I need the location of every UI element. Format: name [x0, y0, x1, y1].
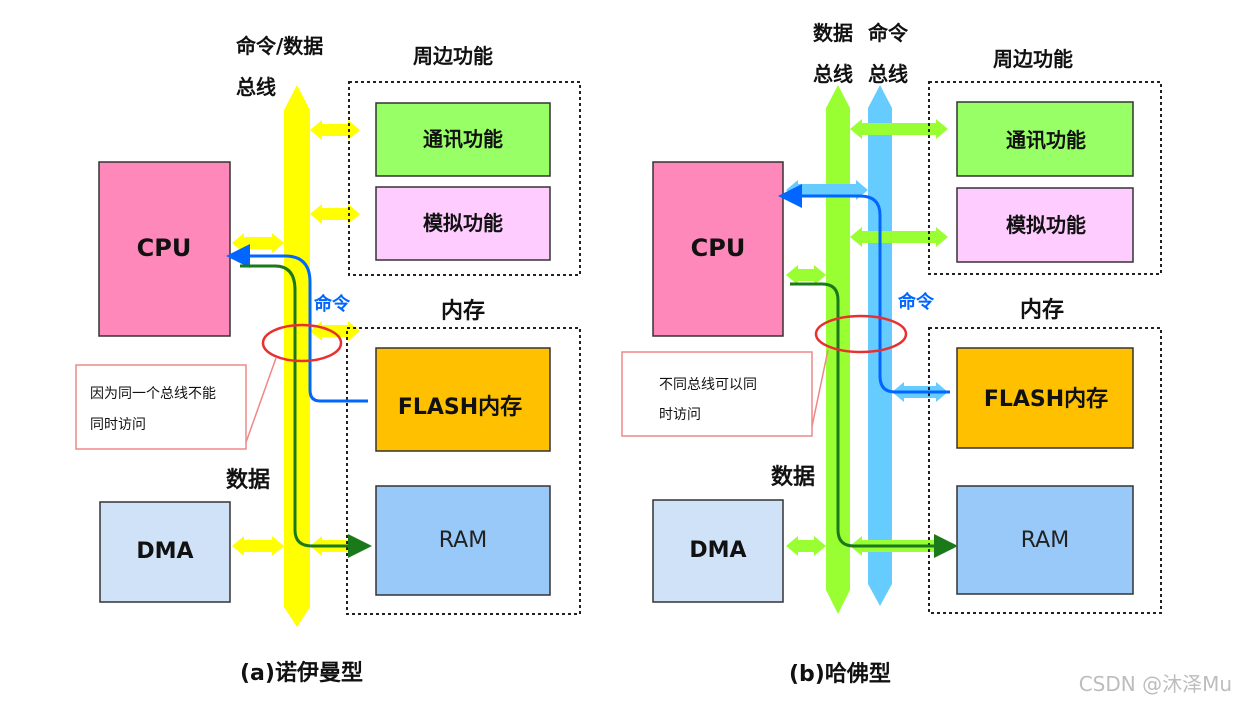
right-cmd-bus-label-line2: 总线 — [868, 62, 908, 86]
left-peripheral-group — [348, 81, 581, 276]
left-ram-label: RAM — [439, 528, 487, 553]
left-shared-bus — [284, 85, 310, 627]
left-note-pointer — [243, 357, 277, 449]
right-note-box — [621, 351, 813, 437]
right-peripheral-group — [928, 81, 1162, 275]
left-flash-label: FLASH内存 — [398, 394, 522, 420]
right-data-bus-label-line1: 数据 — [813, 21, 853, 45]
left-analog-label: 模拟功能 — [423, 211, 503, 235]
right-data-bus-label-line2: 总线 — [813, 62, 853, 86]
right-note-pointer — [809, 349, 829, 437]
right-data-path — [790, 282, 958, 558]
left-data-label: 数据 — [226, 467, 270, 493]
right-cpu-label: CPU — [691, 234, 746, 262]
right-command-label: 命令 — [898, 291, 935, 313]
left-comm-label: 通讯功能 — [423, 127, 503, 151]
left-analog-box — [375, 186, 551, 261]
right-bus-to-analog-arrow — [850, 227, 948, 247]
harvard-diagram: 数据 总线 命令 总线 周边功能 通讯功能 模拟功能 内存 FLASH内存 RA… — [621, 21, 1162, 687]
left-note-box — [75, 364, 247, 450]
right-dma-box — [652, 499, 784, 603]
left-bus-to-comm-arrow — [310, 120, 360, 140]
right-ram-label: RAM — [1021, 528, 1069, 553]
right-flash-box — [956, 347, 1134, 449]
left-dma-label: DMA — [136, 539, 193, 564]
right-analog-label: 模拟功能 — [1006, 213, 1086, 237]
left-dma-box — [99, 501, 231, 603]
right-cpu-box — [652, 161, 784, 337]
right-note-line2: 时访问 — [659, 407, 701, 423]
left-bus-to-analog-arrow — [310, 204, 360, 224]
right-note-line1: 不同总线可以同 — [659, 377, 757, 393]
left-dma-bus-arrow — [232, 536, 284, 556]
right-cmd-bus-label-line1: 命令 — [868, 21, 909, 45]
left-cpu-box — [98, 161, 231, 337]
right-flash-label: FLASH内存 — [984, 386, 1108, 412]
left-bus-label-line1: 命令/数据 — [236, 34, 323, 58]
left-conflict-ellipse — [261, 323, 343, 363]
csdn-watermark: CSDN @沐泽Mu — [1079, 672, 1232, 696]
left-note-line1: 因为同一个总线不能 — [90, 386, 216, 402]
right-memory-group — [928, 327, 1162, 614]
right-comm-box — [956, 101, 1134, 177]
right-cpu-data-arrow — [786, 265, 826, 285]
left-memory-group-label: 内存 — [441, 298, 485, 324]
right-comm-label: 通讯功能 — [1006, 128, 1086, 152]
von-neumann-diagram: 命令/数据 总线 周边功能 通讯功能 模拟功能 内存 FLASH内存 RAM C… — [75, 34, 581, 686]
right-dma-bus-arrow — [786, 536, 826, 556]
left-command-path — [226, 244, 368, 403]
left-flash-box — [375, 347, 551, 452]
left-peripheral-group-label: 周边功能 — [413, 44, 493, 68]
right-peripheral-group-label: 周边功能 — [993, 47, 1073, 71]
left-command-label: 命令 — [314, 293, 351, 315]
left-data-path — [240, 264, 372, 558]
left-cpu-bus-arrow — [232, 233, 284, 253]
left-note-line2: 同时访问 — [90, 417, 146, 433]
left-ram-box — [375, 485, 551, 596]
right-data-label: 数据 — [771, 464, 815, 490]
right-ram-box — [956, 485, 1134, 595]
right-bus-to-comm-arrow — [850, 119, 948, 139]
left-bus-label-line2: 总线 — [236, 75, 276, 99]
right-caption: (b)哈佛型 — [789, 661, 891, 687]
left-comm-box — [375, 102, 551, 177]
right-parallel-ellipse — [814, 314, 908, 354]
right-command-path — [778, 184, 950, 394]
left-cpu-label: CPU — [137, 234, 192, 262]
right-dma-label: DMA — [689, 538, 746, 563]
left-bus-to-memory-arrow — [310, 321, 360, 341]
right-memory-group-label: 内存 — [1020, 297, 1064, 323]
left-caption: (a)诺伊曼型 — [240, 660, 363, 686]
left-memory-group — [346, 327, 581, 615]
right-analog-box — [956, 187, 1134, 263]
